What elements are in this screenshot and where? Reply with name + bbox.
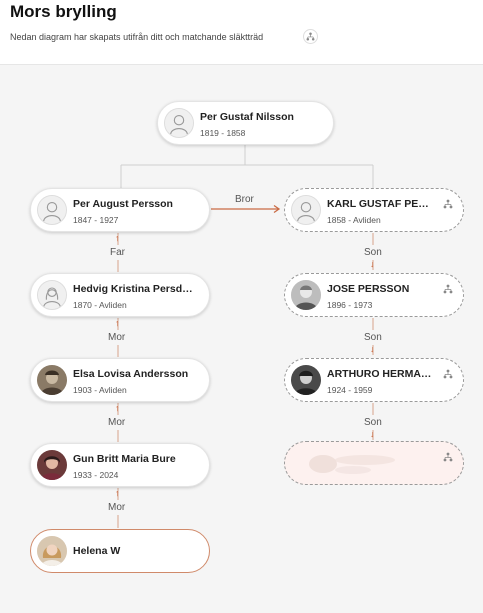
person-dates: 1896 - 1973: [327, 300, 373, 310]
person-card-jose[interactable]: JOSE PERSSON 1896 - 1973: [284, 273, 464, 317]
relation-label-far: Far: [110, 247, 125, 258]
arrow-up-icon: ↑: [115, 318, 120, 328]
arrow-down-icon: ↓: [370, 344, 375, 354]
person-dates: 1924 - 1959: [327, 385, 373, 395]
relation-label-mor: Mor: [108, 502, 126, 513]
person-name: Helena W: [73, 545, 121, 557]
avatar-placeholder-icon: [291, 195, 321, 225]
person-photo: [37, 536, 67, 566]
family-tree-icon[interactable]: [443, 284, 453, 294]
person-name: Per August Persson: [73, 198, 173, 210]
arrow-up-icon: ↑: [115, 488, 120, 498]
person-dates: 1858 - Avliden: [327, 215, 381, 225]
arrow-down-icon: ↓: [370, 429, 375, 439]
person-photo: [37, 450, 67, 480]
family-tree-icon[interactable]: [443, 369, 453, 379]
person-dates: 1819 - 1858: [200, 128, 246, 138]
person-card-arthuro[interactable]: ARTHURO HERMA… 1924 - 1959: [284, 358, 464, 402]
person-name: Per Gustaf Nilsson: [200, 111, 294, 123]
person-card-karl-gustaf[interactable]: KARL GUSTAF PE… 1858 - Avliden: [284, 188, 464, 232]
person-name: ARTHURO HERMA…: [327, 368, 432, 380]
relation-label-mor: Mor: [108, 332, 126, 343]
arrow-up-icon: ↑: [115, 233, 120, 243]
person-photo: [37, 365, 67, 395]
person-dates: 1933 - 2024: [73, 470, 119, 480]
family-tree-icon[interactable]: [443, 199, 453, 209]
person-card-per-august[interactable]: Per August Persson 1847 - 1927: [30, 188, 210, 232]
relation-label-son: Son: [364, 247, 382, 258]
relation-label-son: Son: [364, 417, 382, 428]
person-photo: [291, 280, 321, 310]
avatar-female-placeholder-icon: [37, 280, 67, 310]
family-tree-icon[interactable]: [443, 452, 453, 462]
family-tree-icon[interactable]: [303, 29, 318, 44]
page-title: Mors brylling: [10, 2, 117, 21]
person-card-hidden[interactable]: [284, 441, 464, 485]
person-name: Hedvig Kristina Persd…: [73, 283, 193, 295]
person-name: KARL GUSTAF PE…: [327, 198, 429, 210]
page-subtitle: Nedan diagram har skapats utifrån ditt o…: [10, 32, 264, 42]
person-card-hedvig[interactable]: Hedvig Kristina Persd… 1870 - Avliden: [30, 273, 210, 317]
arrow-down-icon: ↓: [370, 259, 375, 269]
relation-label-son: Son: [364, 332, 382, 343]
avatar-placeholder-icon: [37, 195, 67, 225]
blurred-content: [309, 455, 395, 474]
person-card-elsa[interactable]: Elsa Lovisa Andersson 1903 - Avliden: [30, 358, 210, 402]
person-dates: 1870 - Avliden: [73, 300, 127, 310]
person-card-root[interactable]: Per Gustaf Nilsson 1819 - 1858: [157, 101, 334, 145]
avatar-placeholder-icon: [164, 108, 194, 138]
person-card-gun-britt[interactable]: Gun Britt Maria Bure 1933 - 2024: [30, 443, 210, 487]
person-name: JOSE PERSSON: [327, 283, 410, 295]
person-card-self[interactable]: Helena W: [30, 529, 210, 573]
person-dates: 1847 - 1927: [73, 215, 119, 225]
person-dates: 1903 - Avliden: [73, 385, 127, 395]
relation-label-mor: Mor: [108, 417, 126, 428]
arrow-up-icon: ↑: [115, 403, 120, 413]
relation-label-bror: Bror: [235, 194, 254, 205]
person-name: Gun Britt Maria Bure: [73, 453, 176, 465]
person-name: Elsa Lovisa Andersson: [73, 368, 189, 380]
page-header: Mors brylling Nedan diagram har skapats …: [0, 0, 483, 65]
person-photo: [291, 365, 321, 395]
